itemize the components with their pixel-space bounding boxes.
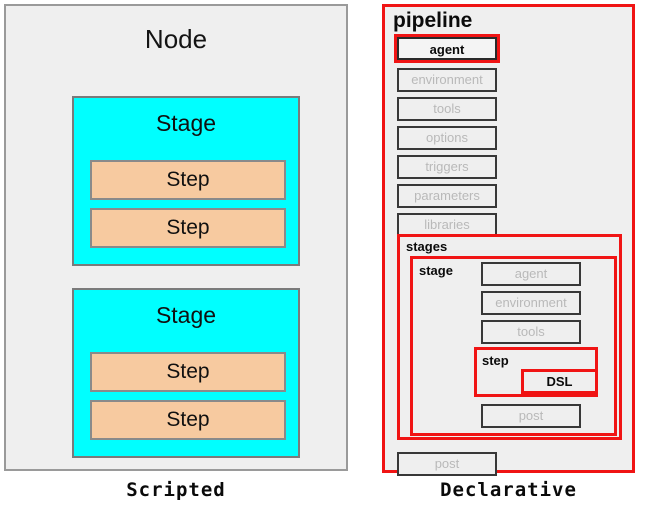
step-label: step — [482, 353, 509, 368]
step-label: Step — [166, 168, 210, 191]
pipeline-options-block[interactable]: options — [397, 126, 497, 150]
pipeline-environment-block[interactable]: environment — [397, 68, 497, 92]
pipeline-parameters-block[interactable]: parameters — [397, 184, 497, 208]
scripted-pipeline-panel: Node Stage Step Step Stage Step Step — [4, 4, 348, 471]
pipeline-options-label: options — [426, 130, 468, 145]
scripted-stage-block[interactable]: Stage Step Step — [72, 288, 300, 458]
step-dsl-block[interactable]: DSL — [521, 369, 598, 394]
pipeline-triggers-label: triggers — [425, 159, 469, 174]
pipeline-stages-block[interactable]: stages stage agent environment tools ste… — [397, 234, 622, 440]
stage-label: Stage — [155, 110, 217, 136]
declarative-caption: Declarative — [440, 479, 577, 501]
pipeline-environment-label: environment — [411, 72, 483, 87]
scripted-caption: Scripted — [126, 479, 226, 501]
pipeline-parameters-label: parameters — [414, 188, 480, 203]
stage-post-block[interactable]: post — [481, 404, 581, 428]
stage-environment-block[interactable]: environment — [481, 291, 581, 315]
pipeline-agent-inner: agent — [397, 37, 497, 60]
pipeline-tools-label: tools — [433, 101, 461, 116]
scripted-step-block[interactable]: Step — [90, 352, 286, 392]
step-label: Step — [166, 408, 210, 431]
pipeline-post-label: post — [434, 456, 460, 471]
stage-label: stage — [419, 263, 453, 278]
stages-stage-block[interactable]: stage agent environment tools step DSL p… — [410, 256, 617, 436]
pipeline-agent-label: agent — [429, 42, 465, 57]
dsl-label: DSL — [546, 374, 573, 389]
pipeline-tools-block[interactable]: tools — [397, 97, 497, 121]
declarative-pipeline-panel: pipeline agent environment tools options… — [382, 4, 635, 476]
stage-tools-label: tools — [517, 324, 545, 339]
stage-agent-label: agent — [514, 266, 548, 281]
scripted-stage-block[interactable]: Stage Step Step — [72, 96, 300, 266]
step-label: Step — [166, 360, 210, 383]
stage-tools-block[interactable]: tools — [481, 320, 581, 344]
step-label: Step — [166, 216, 210, 239]
pipeline-agent-block[interactable]: agent — [394, 34, 500, 63]
pipeline-title: pipeline — [393, 9, 473, 32]
stage-label: Stage — [155, 302, 217, 328]
stage-environment-label: environment — [495, 295, 567, 310]
scripted-step-block[interactable]: Step — [90, 160, 286, 200]
pipeline-libraries-label: libraries — [424, 217, 470, 232]
stages-label: stages — [406, 239, 448, 254]
scripted-step-block[interactable]: Step — [90, 208, 286, 248]
stage-post-label: post — [518, 408, 544, 423]
scripted-step-block[interactable]: Step — [90, 400, 286, 440]
pipeline-post-block[interactable]: post — [397, 452, 497, 476]
pipeline-triggers-block[interactable]: triggers — [397, 155, 497, 179]
node-title: Node — [144, 24, 208, 54]
stage-step-block[interactable]: step DSL — [474, 347, 598, 397]
pipeline-libraries-block[interactable]: libraries — [397, 213, 497, 237]
stage-agent-block[interactable]: agent — [481, 262, 581, 286]
